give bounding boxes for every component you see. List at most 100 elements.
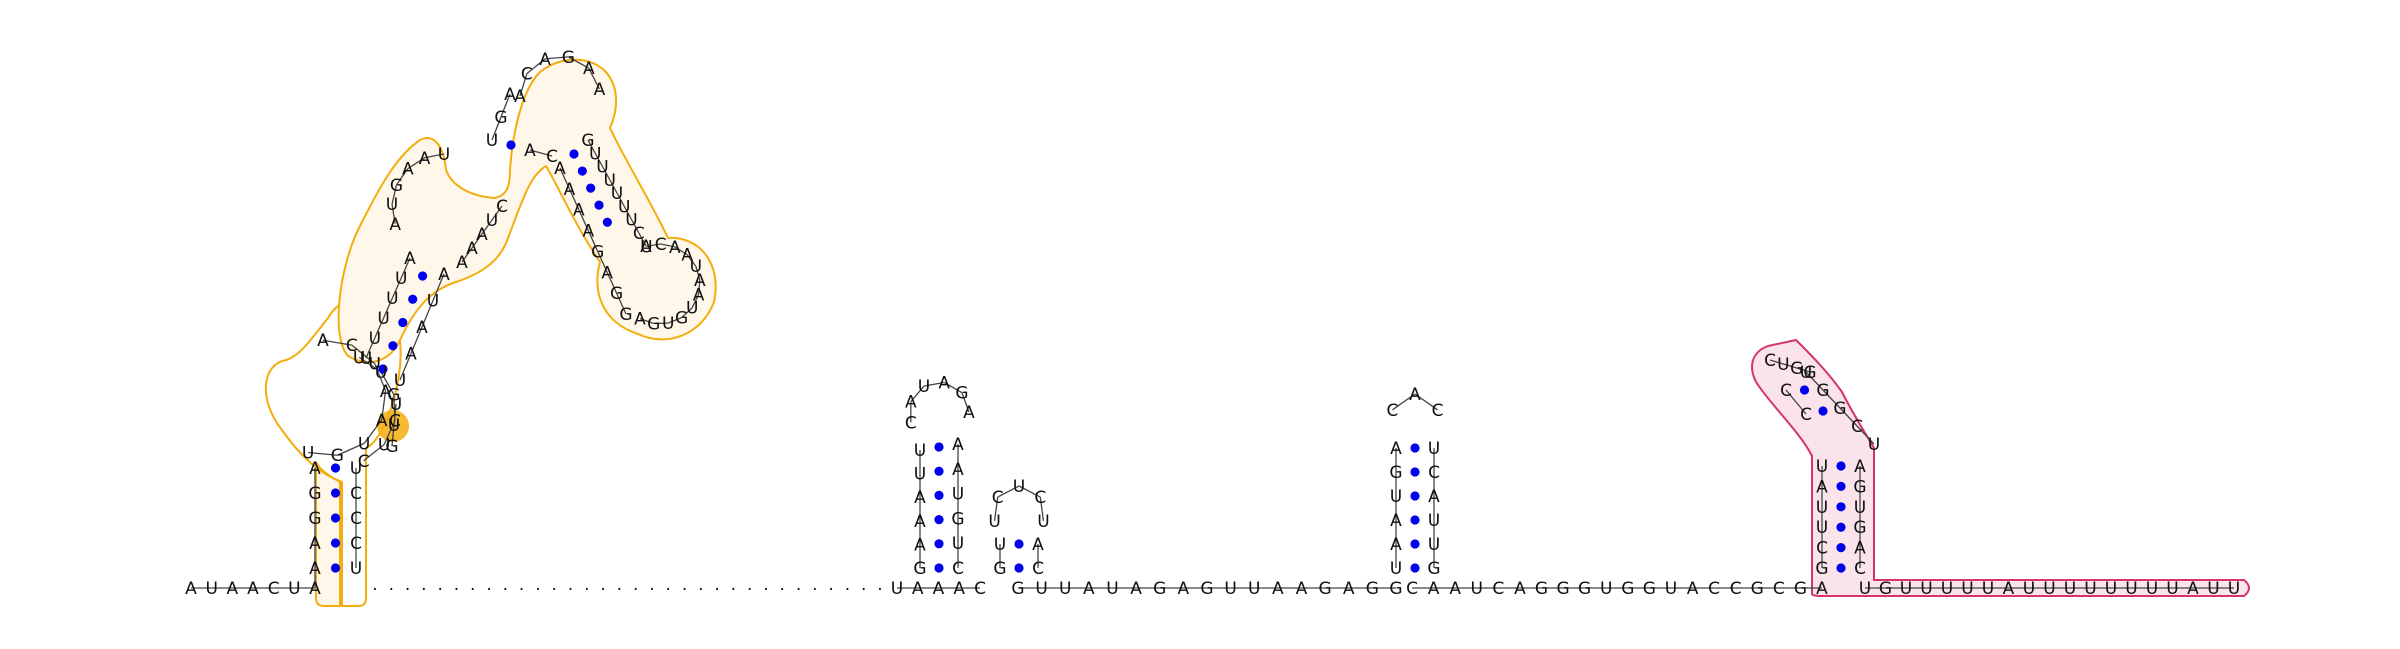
nucleotide-u: U	[377, 309, 389, 329]
base-pair-dot	[1410, 491, 1419, 500]
nucleotide-a: A	[376, 411, 388, 431]
base-pair-dot	[578, 166, 587, 175]
nucleotide-a: A	[514, 87, 526, 107]
nucleotide-g: G	[1535, 579, 1548, 599]
nucleotide-g: G	[955, 384, 968, 404]
nucleotide-a: A	[912, 579, 924, 599]
nucleotide-a: A	[914, 512, 926, 532]
nucleotide-c: C	[1432, 401, 1444, 421]
nucleotide-a: A	[1296, 579, 1308, 599]
nucleotide-a: A	[1272, 579, 1284, 599]
base-pair-dot	[331, 513, 340, 522]
unpaired-dot: .	[649, 575, 654, 595]
base-pair-dot	[1410, 443, 1419, 452]
nucleotide-a: A	[309, 534, 321, 554]
nucleotide-a: A	[583, 59, 595, 79]
unpaired-dot: .	[861, 575, 866, 595]
nucleotide-u: U	[994, 535, 1006, 555]
unpaired-dot: .	[389, 575, 394, 595]
nucleotide-g: G	[951, 509, 964, 529]
nucleotide-u: U	[395, 269, 407, 289]
nucleotide-u: U	[640, 237, 652, 257]
base-pair-dot	[603, 218, 612, 227]
nucleotide-c: C	[1387, 401, 1399, 421]
nucleotide-g: G	[1427, 559, 1440, 579]
nucleotide-a: A	[1390, 439, 1402, 459]
nucleotide-u: U	[288, 579, 300, 599]
highlight-outline-layer	[266, 60, 2249, 606]
nucleotide-a: A	[247, 579, 259, 599]
unpaired-dot: .	[519, 575, 524, 595]
nucleotide-g: G	[1879, 579, 1892, 599]
base-pair-dot	[331, 563, 340, 572]
base-pair-dot	[1836, 563, 1845, 572]
nucleotide-u: U	[388, 416, 400, 436]
nucleotide-c: C	[350, 484, 362, 504]
nucleotide-u: U	[1920, 579, 1932, 599]
nucleotide-g: G	[308, 484, 321, 504]
nucleotide-g: G	[1319, 579, 1332, 599]
nucleotide-g: G	[1200, 579, 1213, 599]
nucleotide-u: U	[1982, 579, 1994, 599]
nucleotide-u: U	[2064, 579, 2076, 599]
nucleotide-g: G	[1389, 579, 1402, 599]
nucleotide-c: C	[1773, 579, 1785, 599]
base-pair-dot	[506, 140, 515, 149]
unpaired-dot: .	[470, 575, 475, 595]
unpaired-dot: .	[780, 575, 785, 595]
nucleotide-u: U	[386, 195, 398, 215]
nucleotide-u: U	[1224, 579, 1236, 599]
unpaired-dot: .	[682, 575, 687, 595]
nucleotide-a: A	[963, 403, 975, 423]
nucleotide-a: A	[539, 50, 551, 70]
nucleotide-g: G	[562, 48, 575, 68]
nucleotide-u: U	[302, 444, 314, 464]
unpaired-dot: .	[372, 575, 377, 595]
unpaired-dot: .	[437, 575, 442, 595]
nucleotide-c: C	[1800, 405, 1812, 425]
nucleotide-a: A	[309, 579, 321, 599]
nucleotide-g: G	[1815, 559, 1828, 579]
nucleotide-g: G	[647, 314, 660, 334]
nucleotide-g: G	[1853, 477, 1866, 497]
base-pair-dot	[398, 318, 407, 327]
nucleotide-u: U	[1854, 498, 1866, 518]
nucleotide-c: C	[496, 197, 508, 217]
nucleotide-g: G	[385, 437, 398, 457]
nucleotide-g: G	[1578, 579, 1591, 599]
nucleotide-a: A	[309, 559, 321, 579]
unpaired-dot: .	[666, 575, 671, 595]
nucleotide-u: U	[2084, 579, 2096, 599]
nucleotide-a: A	[1130, 579, 1142, 599]
unpaired-dot: .	[633, 575, 638, 595]
nucleotide-u: U	[952, 534, 964, 554]
nucleotide-a: A	[564, 180, 576, 200]
base-pair-dot	[1410, 515, 1419, 524]
base-pair-dot	[388, 341, 397, 350]
nucleotide-g: G	[913, 559, 926, 579]
nucleotide-a: A	[573, 201, 585, 221]
unpaired-dot: .	[763, 575, 768, 595]
base-pair-dot	[1014, 563, 1023, 572]
nucleotide-u: U	[427, 292, 439, 312]
nucleotide-c: C	[350, 534, 362, 554]
nucleotide-a: A	[1390, 535, 1402, 555]
unpaired-dot: .	[503, 575, 508, 595]
nucleotide-a: A	[914, 535, 926, 555]
nucleotide-u: U	[394, 371, 406, 391]
unpaired-dot: .	[747, 575, 752, 595]
nucleotide-g: G	[331, 446, 344, 466]
nucleotide-u: U	[1471, 579, 1483, 599]
base-pair-dot	[586, 184, 595, 193]
nucleotide-u: U	[914, 465, 926, 485]
unpaired-dot: .	[828, 575, 833, 595]
nucleotide-a: A	[1854, 457, 1866, 477]
nucleotide-a: A	[404, 249, 416, 269]
nucleotide-a: A	[1428, 579, 1440, 599]
nucleotide-a: A	[634, 310, 646, 330]
unpaired-dot: .	[714, 575, 719, 595]
nucleotide-u: U	[1390, 559, 1402, 579]
nucleotide-a: A	[1409, 385, 1421, 405]
nucleotide-u: U	[438, 145, 450, 165]
nucleotide-u: U	[2105, 579, 2117, 599]
